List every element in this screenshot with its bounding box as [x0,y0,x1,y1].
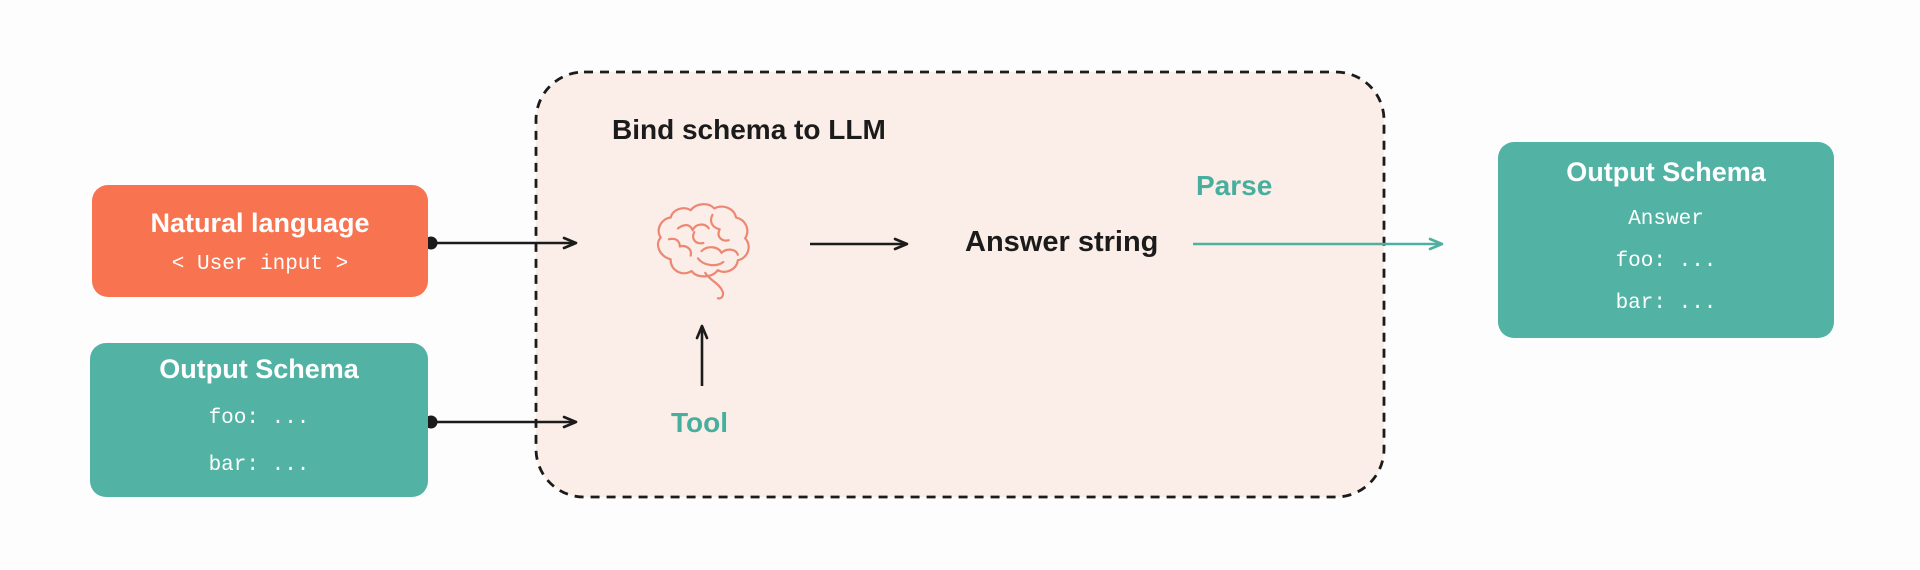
schema-line-bar: bar: ... [208,454,310,478]
natural-language-title: Natural language [150,208,370,239]
result-line-answer: Answer [1628,207,1704,231]
output-schema-input-title: Output Schema [159,353,359,384]
bind-schema-title: Bind schema to LLM [612,114,886,145]
schema-line-foo: foo: ... [208,407,310,431]
brain-icon [648,200,766,304]
output-schema-result-box: Output Schema Answer foo: ... bar: ... [1498,142,1834,338]
parse-label: Parse [1196,170,1273,201]
user-input-code: < User input > [171,252,349,276]
natural-language-box: Natural language < User input > [92,185,428,297]
arrow-schema-to-tool [424,415,578,429]
answer-string-label: Answer string [965,226,1159,258]
result-line-foo: foo: ... [1615,249,1717,273]
output-schema-result-title: Output Schema [1566,157,1766,188]
result-line-bar: bar: ... [1615,291,1717,315]
tool-label: Tool [671,407,729,438]
output-schema-input-box: Output Schema foo: ... bar: ... [90,343,428,497]
arrow-natural-language-to-llm [424,236,578,250]
